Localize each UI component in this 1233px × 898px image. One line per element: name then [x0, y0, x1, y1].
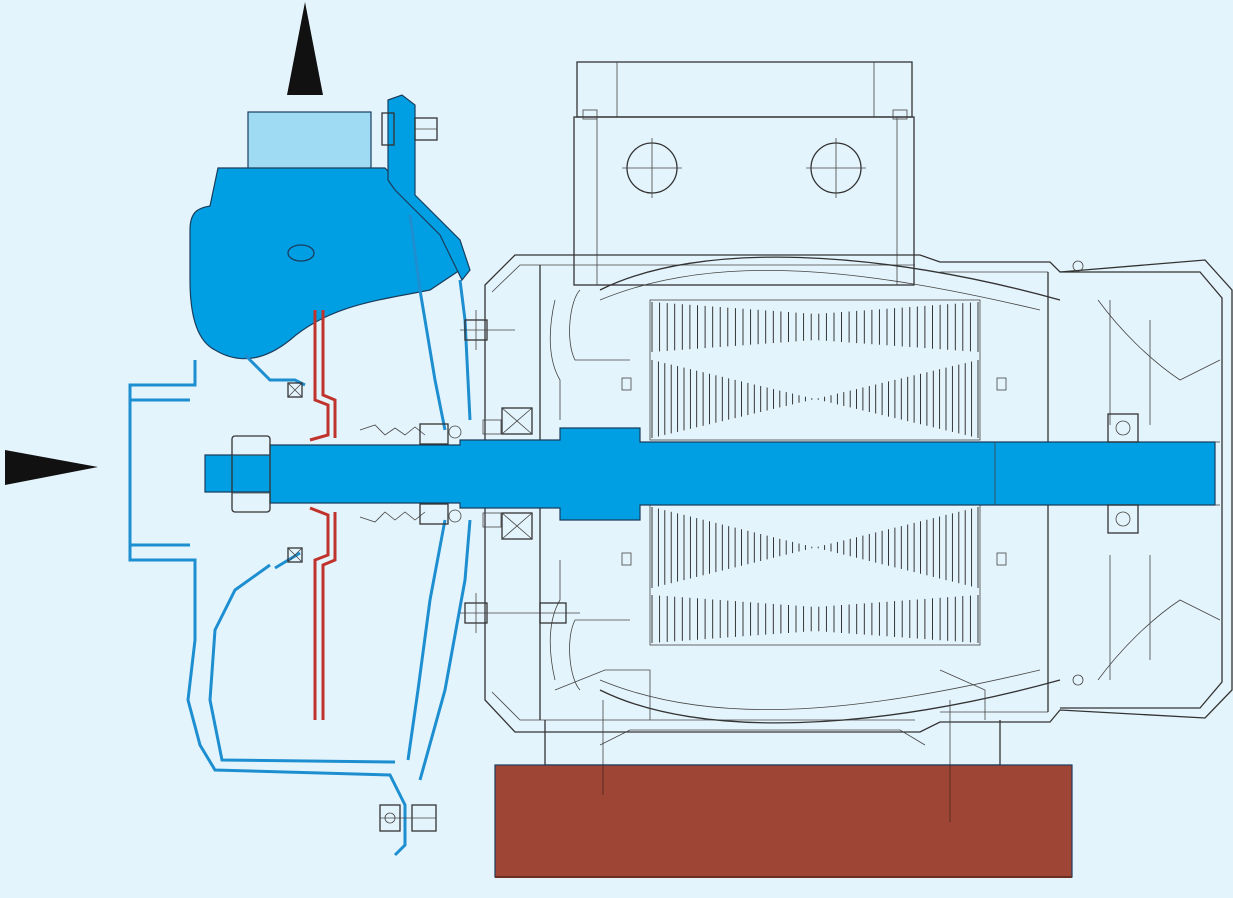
drive-end-bearing: [482, 407, 533, 540]
base-plate: [494, 764, 1073, 878]
mechanical-seal: [359, 423, 462, 525]
motor-housing: [484, 254, 1233, 733]
fan-end-bearing: [1107, 413, 1139, 534]
arrow-up-icon: [287, 2, 323, 95]
casing-bolt-bottom: [379, 804, 437, 832]
cable-gland-right: [806, 138, 866, 198]
impeller: [309, 310, 337, 720]
pump-volute: [189, 167, 461, 360]
outlet-flow-arrow: [287, 2, 323, 95]
outlet-flange: [247, 111, 372, 173]
pump-casing-back-plate: [387, 94, 471, 282]
casing-bolt-top: [381, 112, 438, 146]
impeller-nut: [231, 435, 271, 513]
inlet-flow-arrow: [5, 450, 98, 485]
arrow-right-icon: [5, 450, 98, 485]
adapter-bolt-upper: [460, 310, 515, 350]
stator-windings: [651, 302, 979, 643]
motor-shaft: [204, 427, 1220, 521]
cable-gland-left: [622, 138, 682, 198]
adapter-bolt-lower: [460, 593, 580, 633]
terminal-box: [573, 61, 915, 286]
